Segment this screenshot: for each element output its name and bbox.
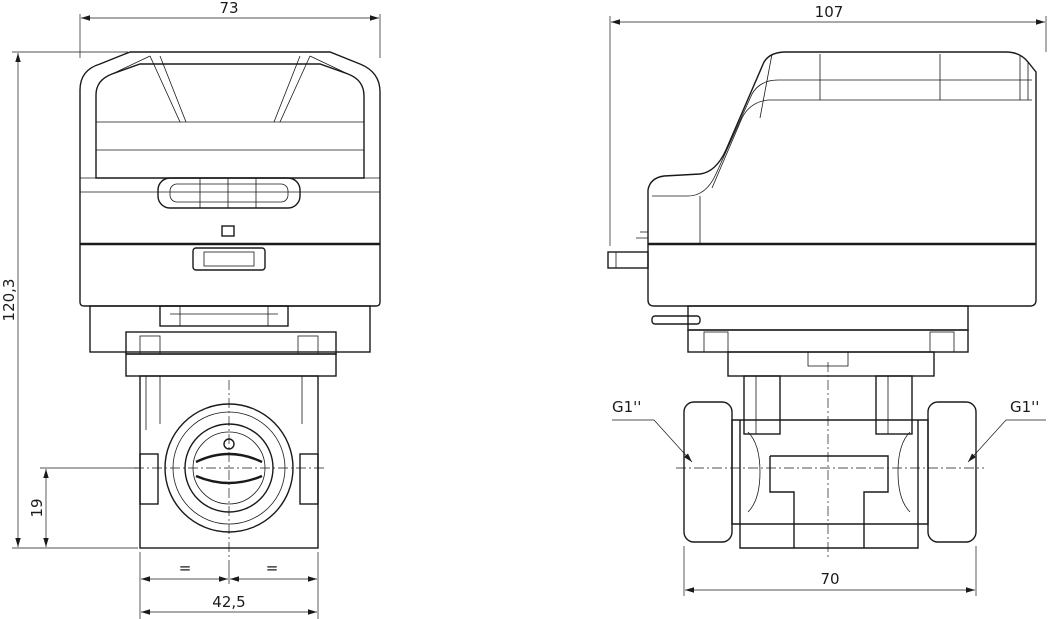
dim-width-side: 107 [815,3,844,21]
dim-height-total: 120,3 [0,279,18,322]
dim-body-width: 42,5 [212,593,245,611]
thread-label-right: G1'' [1010,398,1039,416]
dim-half-right: = [266,559,279,577]
valve-body-front [134,375,324,560]
dim-inlet-height: 19 [28,498,46,517]
thread-callouts: G1'' G1'' [612,398,1046,463]
dim-port-distance: 70 [820,570,839,588]
front-dimensions: 73 120,3 19 = = 42,5 [0,0,381,619]
valve-body-side [676,362,984,560]
thread-label-left: G1'' [612,398,641,416]
actuator-housing-front [79,51,381,307]
side-dimensions: 107 70 [609,3,1047,596]
dim-half-left: = [179,559,192,577]
coupling-front [89,305,371,430]
side-view: G1'' G1'' 107 70 [607,3,1047,596]
coupling-side [651,305,969,435]
front-view: 73 120,3 19 = = 42,5 [0,0,381,619]
dim-width-front: 73 [219,0,238,17]
actuator-housing-side [607,51,1037,307]
